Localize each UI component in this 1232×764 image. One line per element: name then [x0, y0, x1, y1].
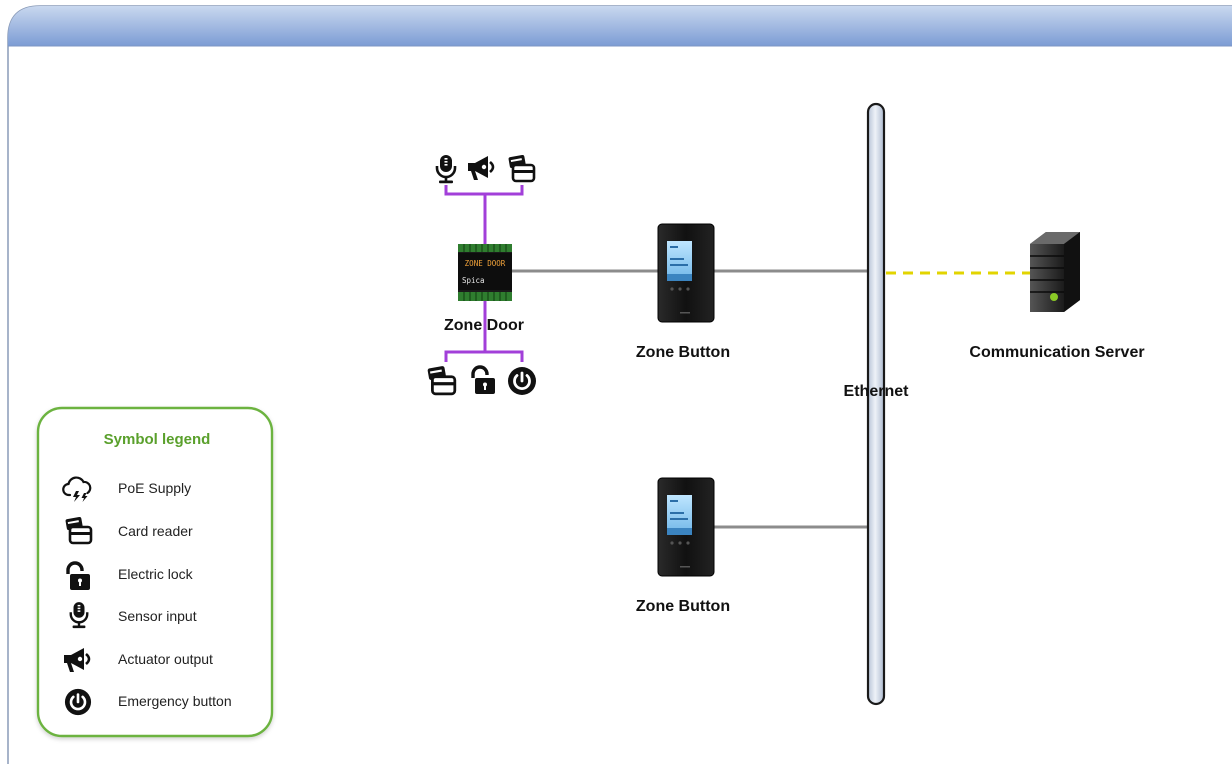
zone-door-device: ZONE DOOR Spica [458, 244, 512, 301]
legend-label-poe: PoE Supply [118, 480, 191, 496]
zone-button-device-1 [657, 223, 715, 323]
card-reader-icon [507, 153, 536, 183]
communication-server-label: Communication Server [969, 344, 1144, 361]
legend-label-electric-lock: Electric lock [118, 566, 194, 582]
door-bottom-icons [426, 364, 537, 396]
lock-icon [471, 365, 497, 395]
legend-title: Symbol legend [104, 431, 211, 448]
power-icon [507, 366, 537, 396]
zone-button-label-2: Zone Button [636, 598, 730, 615]
zone-button-label-1: Zone Button [636, 344, 730, 361]
diagram-frame [7, 5, 1232, 764]
door-top-icons [435, 153, 536, 184]
legend-label-emergency-button: Emergency button [118, 693, 232, 709]
megaphone-icon [466, 154, 495, 182]
power-icon [64, 688, 92, 716]
zone-button-device-2 [657, 477, 715, 577]
connections [444, 185, 1030, 529]
zone-door-screen-title: ZONE DOOR [465, 259, 506, 268]
top-io-bus [444, 185, 524, 196]
legend-label-actuator-output: Actuator output [118, 651, 213, 667]
legend-label-sensor-input: Sensor input [118, 608, 197, 624]
microphone-icon [435, 154, 457, 184]
header-band [8, 6, 1232, 46]
server-icon [1030, 232, 1080, 312]
symbol-legend: Symbol legend PoE Supply Card reader Ele… [36, 406, 274, 738]
legend-label-card-reader: Card reader [118, 523, 193, 539]
zone-door-screen-brand: Spica [462, 276, 485, 285]
zone-door-label: Zone Door [444, 317, 524, 334]
ethernet-backbone [866, 102, 886, 706]
card-reader-icon [426, 364, 457, 396]
ethernet-label: Ethernet [844, 383, 910, 400]
